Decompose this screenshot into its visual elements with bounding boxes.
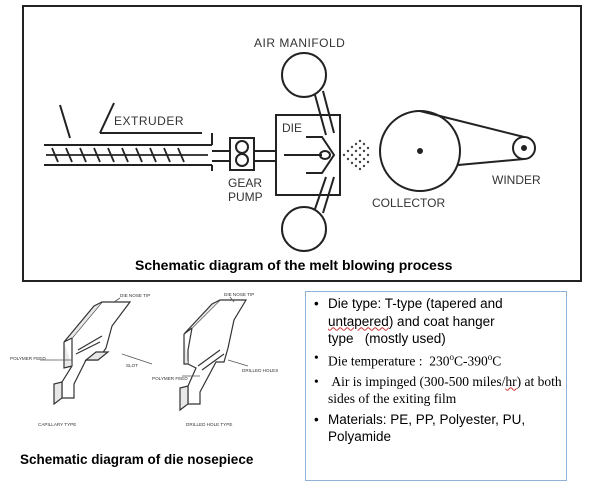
untapered-text: untapered [328, 313, 389, 329]
die-temp-text: Die temperature : 230 [328, 353, 450, 368]
info-list: Die type: T-type (tapered and untapered)… [312, 295, 562, 446]
info-item-materials: Materials: PE, PP, Polyester, PU, Polyam… [314, 411, 562, 446]
drilled-hole-type-die [179, 299, 248, 412]
air-text: Air is impinged (300-500 miles/ [328, 373, 506, 389]
melt-blowing-caption: Schematic diagram of the melt blowing pr… [135, 257, 453, 273]
extruder-barrel [44, 133, 213, 171]
air-manifold-bottom [281, 176, 335, 252]
web-to-winder [419, 110, 525, 166]
die-label: DIE [282, 121, 302, 135]
die-temp-end: C [492, 353, 502, 368]
gear-pump [229, 137, 255, 171]
polymer-feed-label-mid: POLYMER FEED [152, 376, 188, 381]
materials-text: Materials: PE, PP, Polyester, PU, Polyam… [328, 411, 526, 445]
capillary-type-die [53, 301, 132, 406]
degree-sup-2: o [487, 351, 493, 362]
degree-sup-1: o [449, 351, 454, 362]
drilled-hole-type-label: DRILLED HOLE TYPE [186, 422, 232, 427]
winder-roll [512, 136, 536, 160]
leader-lines [40, 296, 249, 377]
die-type-text-end: ) and coat hanger type (mostly used) [328, 313, 495, 347]
melt-pipe [212, 150, 276, 162]
melt-blowing-diagram: AIR MANIFOLD EXTRUDER DIE GEAR PUMP COLL… [22, 5, 582, 282]
slot-label: SLOT [126, 363, 138, 368]
fiber-spray [342, 139, 370, 171]
winder-label: WINDER [492, 173, 541, 187]
info-item-die-temperature: Die temperature : 230oC-390oC [314, 349, 562, 370]
extruder-hopper [59, 102, 202, 139]
polymer-feed-label-left: POLYMER FEED [10, 356, 46, 361]
die-box [275, 114, 341, 196]
info-item-die-type: Die type: T-type (tapered and untapered)… [314, 295, 562, 348]
collector-label: COLLECTOR [372, 196, 445, 210]
info-box: Die type: T-type (tapered and untapered)… [305, 291, 567, 481]
die-nosepiece-diagram: DIE NOSE TIP DIE NOSE TIP POLYMER FEED S… [10, 292, 278, 427]
capillary-type-label: CAPILLARY TYPE [38, 422, 76, 427]
gear-label: GEAR [228, 176, 262, 190]
extruder-screw [46, 147, 208, 163]
pump-label: PUMP [228, 190, 263, 204]
collector-drum [379, 110, 461, 192]
die-nosepiece-caption: Schematic diagram of die nosepiece [20, 452, 254, 467]
die-nose-tip-label-right: DIE NOSE TIP [224, 292, 254, 297]
die-type-text: Die type: T-type (tapered and [328, 296, 503, 311]
drilled-holes-label: DRILLED HOLES [242, 368, 278, 373]
air-manifold-label: AIR MANIFOLD [254, 36, 345, 50]
die-nose-tip-label-left: DIE NOSE TIP [120, 293, 150, 298]
air-manifold-top [281, 52, 335, 136]
die-temp-mid: C-390 [453, 353, 488, 368]
extruder-label: EXTRUDER [114, 114, 184, 128]
diagram-frame [22, 5, 582, 282]
hr-text: hr [505, 373, 517, 389]
info-item-air: Air is impinged (300-500 miles/hr) at bo… [314, 373, 562, 408]
air-text-end: ) at both sides of the exiting film [328, 373, 562, 407]
